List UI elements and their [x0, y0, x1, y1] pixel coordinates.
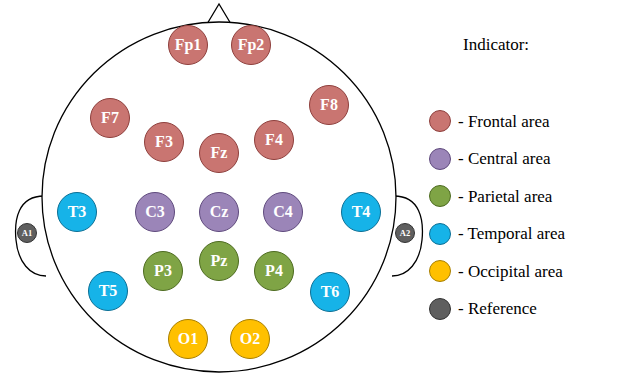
electrode-circle: Cz: [199, 192, 239, 232]
electrode-circle: T6: [310, 272, 350, 312]
electrode-circle: O1: [168, 319, 208, 359]
electrode-label: C4: [273, 204, 293, 220]
legend-swatch: [429, 185, 451, 207]
electrode-label: T4: [352, 204, 371, 220]
electrode-circle: Fp1: [168, 25, 208, 65]
electrode-label: Pz: [211, 253, 228, 269]
electrode-label: C3: [145, 204, 165, 220]
electrode-label: Fz: [211, 145, 228, 161]
electrode-label: T3: [68, 204, 87, 220]
electrode-label: P3: [154, 263, 172, 279]
electrode-circle: F4: [254, 120, 294, 160]
legend-text: - Temporal area: [458, 225, 565, 242]
electrode-circle: C3: [135, 192, 175, 232]
electrode-circle: Fz: [199, 133, 239, 173]
legend-swatch: [429, 148, 451, 170]
legend-text: - Occipital area: [458, 263, 563, 280]
electrode-label: Cz: [210, 204, 229, 220]
electrode-label: T5: [99, 283, 118, 299]
legend-text: - Central area: [458, 150, 551, 167]
legend-text: - Frontal area: [458, 113, 550, 130]
electrode-circle: P4: [254, 251, 294, 291]
electrode-circle: F8: [309, 85, 349, 125]
electrode-label: A1: [22, 229, 32, 238]
electrode-label: Fp1: [175, 37, 202, 53]
electrode-circle: T3: [57, 192, 97, 232]
electrode-label: F3: [155, 134, 173, 150]
legend-title: Indicator:: [463, 36, 529, 53]
electrode-circle: Fp2: [231, 25, 271, 65]
electrode-circle: T4: [341, 192, 381, 232]
electrode-label: F8: [320, 97, 338, 113]
electrode-circle: P3: [143, 251, 183, 291]
electrode-label: T6: [321, 284, 340, 300]
head: [42, 22, 396, 372]
legend-text: - Reference: [458, 300, 537, 317]
electrode-circle: Pz: [199, 241, 239, 281]
electrode-circle: F3: [144, 122, 184, 162]
left-ear: [16, 196, 46, 276]
electrode-circle: C4: [263, 192, 303, 232]
legend-swatch: [429, 223, 451, 245]
legend-swatch: [429, 298, 451, 320]
legend-swatch: [429, 260, 451, 282]
electrode-circle: O2: [230, 319, 270, 359]
electrode-label: F7: [101, 110, 119, 126]
electrode-label: O2: [240, 331, 260, 347]
electrode-circle: A2: [395, 223, 415, 243]
electrode-label: A2: [400, 229, 410, 238]
electrode-label: Fp2: [238, 37, 265, 53]
nose: [207, 4, 231, 24]
electrode-label: O1: [178, 331, 198, 347]
electrode-circle: T5: [88, 271, 128, 311]
legend-text: - Parietal area: [458, 188, 552, 205]
electrode-circle: A1: [17, 223, 37, 243]
right-ear: [392, 196, 422, 276]
electrode-circle: F7: [90, 98, 130, 138]
electrode-label: F4: [265, 132, 283, 148]
electrode-label: P4: [265, 263, 283, 279]
legend-swatch: [429, 110, 451, 132]
